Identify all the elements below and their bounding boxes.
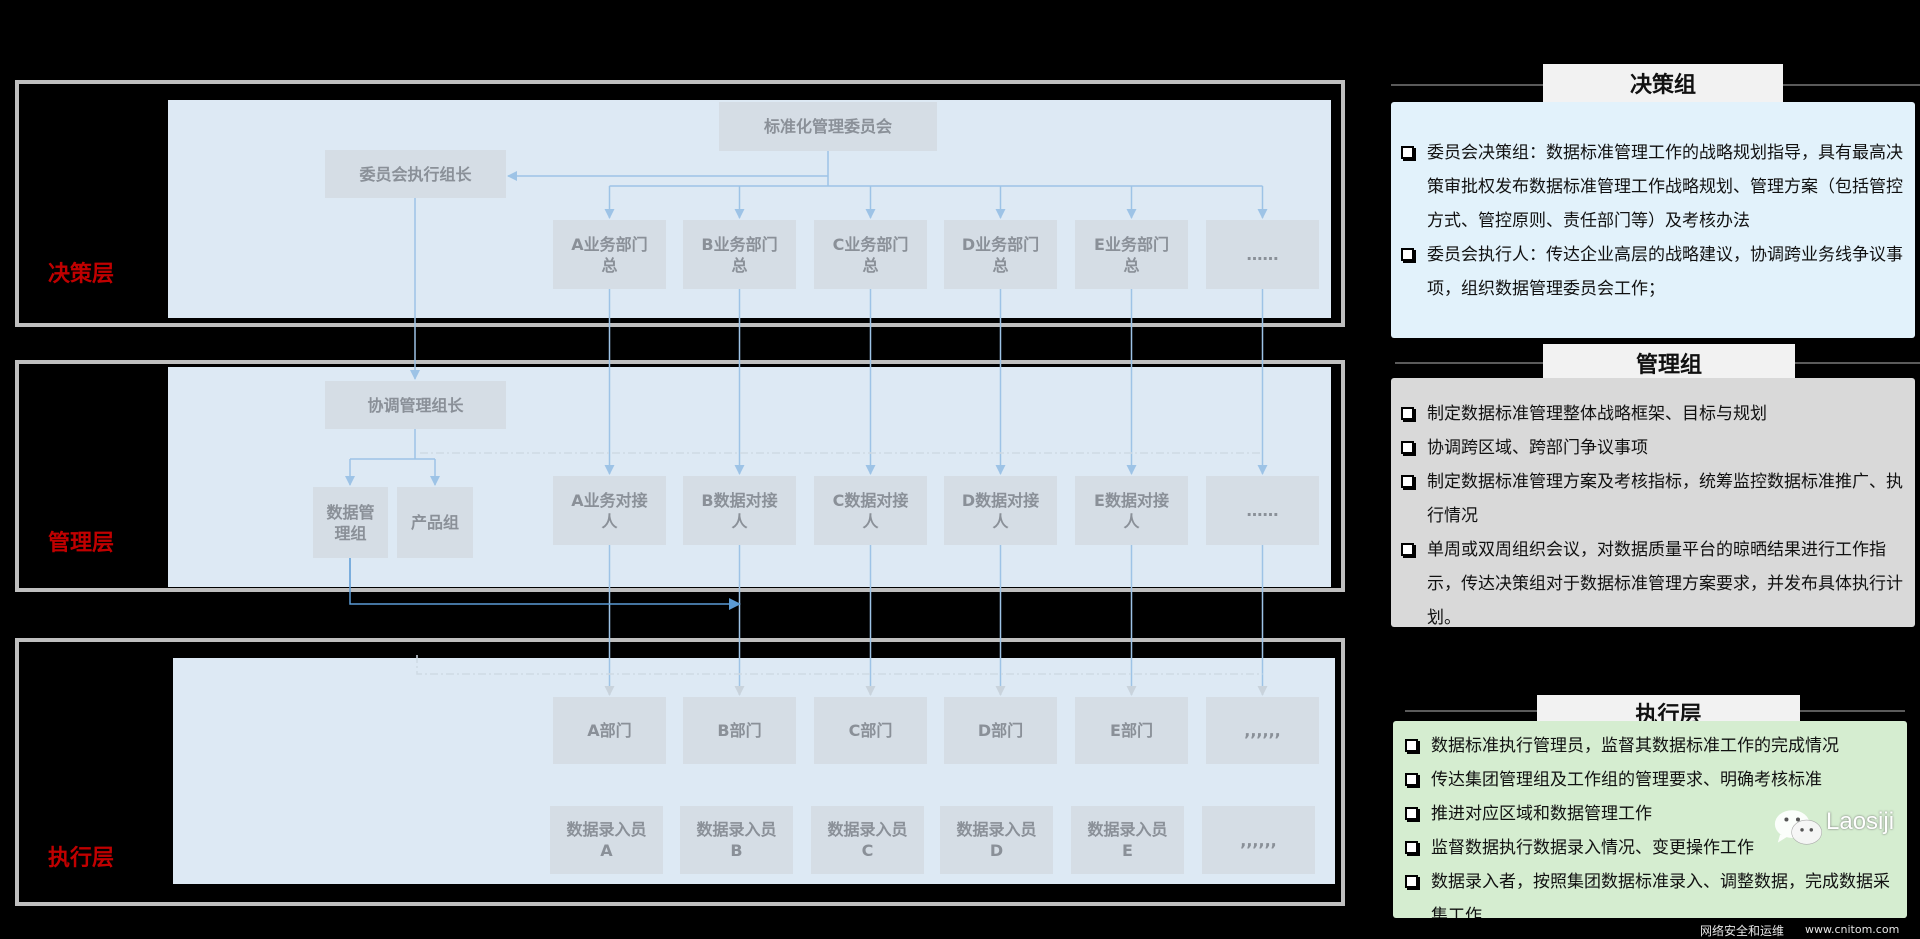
management-item: 协调跨区域、跨部门争议事项: [1397, 431, 1907, 465]
dashed-execution-line: [416, 655, 1263, 675]
department-head-box: D业务部门总: [944, 220, 1057, 289]
contact-person-box: E数据对接人: [1075, 476, 1188, 545]
execution-layer-frame: [15, 638, 1345, 906]
contact-person-box: ……: [1206, 476, 1319, 545]
execution-group-panel: 数据标准执行管理员，监督其数据标准工作的完成情况 传达集团管理组及工作组的管理要…: [1393, 721, 1907, 918]
department-head-box: C业务部门总: [814, 220, 927, 289]
management-layer-label: 管理层: [48, 531, 115, 556]
execution-item: 数据标准执行管理员，监督其数据标准工作的完成情况: [1401, 729, 1899, 763]
department-head-box: A业务部门总: [553, 220, 666, 289]
department-box: D部门: [944, 697, 1057, 764]
coordinator-box: 协调管理组长: [325, 381, 506, 429]
department-box: B部门: [683, 697, 796, 764]
connector: [350, 429, 435, 460]
execution-item: 推进对应区域和数据管理工作: [1401, 797, 1899, 831]
department-box: ,,,,,,: [1206, 697, 1319, 764]
exec-leader-box: 委员会执行组长: [325, 150, 506, 198]
decision-group-title: 决策组: [1543, 64, 1783, 102]
department-head-box: E业务部门总: [1075, 220, 1188, 289]
data-entry-box: 数据录入员A: [550, 806, 663, 874]
data-entry-box: 数据录入员C: [811, 806, 924, 874]
watermark-site-name: 网络安全和运维: [1700, 924, 1785, 938]
execution-item: 监督数据执行数据录入情况、变更操作工作: [1401, 831, 1899, 865]
department-box: C部门: [814, 697, 927, 764]
management-group-title: 管理组: [1543, 344, 1795, 382]
contact-person-box: A业务对接人: [553, 476, 666, 545]
data-group-box: 数据管理组: [313, 487, 388, 558]
contact-person-box: D数据对接人: [944, 476, 1057, 545]
management-group-panel: 制定数据标准管理整体战略框架、目标与规划 协调跨区域、跨部门争议事项 制定数据标…: [1391, 378, 1915, 627]
data-group-to-b-arrow: [349, 558, 741, 610]
management-item: 制定数据标准管理方案及考核指标，统筹监控数据标准推广、执行情况: [1397, 465, 1907, 533]
department-head-box: ……: [1206, 220, 1319, 289]
execution-layer-label: 执行层: [48, 846, 115, 871]
watermark-brand: Laosiji: [1826, 808, 1895, 835]
data-entry-box: 数据录入员B: [680, 806, 793, 874]
management-layer-frame: [15, 360, 1345, 592]
management-item: 单周或双周组织会议，对数据质量平台的晾晒结果进行工作指示，传达决策组对于数据标准…: [1397, 533, 1907, 627]
contact-person-box: B数据对接人: [683, 476, 796, 545]
decision-group-panel: 委员会决策组：数据标准管理工作的战略规划指导，具有最高决策审批权发布数据标准管理…: [1391, 102, 1915, 338]
department-box: E部门: [1075, 697, 1188, 764]
decision-layer-label: 决策层: [48, 262, 115, 287]
department-box: A部门: [553, 697, 666, 764]
contact-person-box: C数据对接人: [814, 476, 927, 545]
data-entry-box: ,,,,,,: [1202, 806, 1315, 874]
product-group-box: 产品组: [397, 487, 473, 558]
decision-item: 委员会执行人：传达企业高层的战略建议，协调跨业务线争议事项，组织数据管理委员会工…: [1397, 238, 1907, 306]
wechat-logo-icon: [1774, 810, 1822, 845]
committee-box: 标准化管理委员会: [719, 102, 937, 151]
execution-item: 数据录入者，按照集团数据标准录入、调整数据，完成数据采集工作: [1401, 865, 1899, 918]
department-head-box: B业务部门总: [683, 220, 796, 289]
decision-layer-frame: [15, 80, 1345, 327]
execution-item: 传达集团管理组及工作组的管理要求、明确考核标准: [1401, 763, 1899, 797]
management-item: 制定数据标准管理整体战略框架、目标与规划: [1397, 397, 1907, 431]
data-entry-box: 数据录入员E: [1071, 806, 1184, 874]
data-entry-box: 数据录入员D: [940, 806, 1053, 874]
decision-item: 委员会决策组：数据标准管理工作的战略规划指导，具有最高决策审批权发布数据标准管理…: [1397, 136, 1907, 238]
watermark-site-url: www.cnitom.com: [1805, 923, 1900, 936]
